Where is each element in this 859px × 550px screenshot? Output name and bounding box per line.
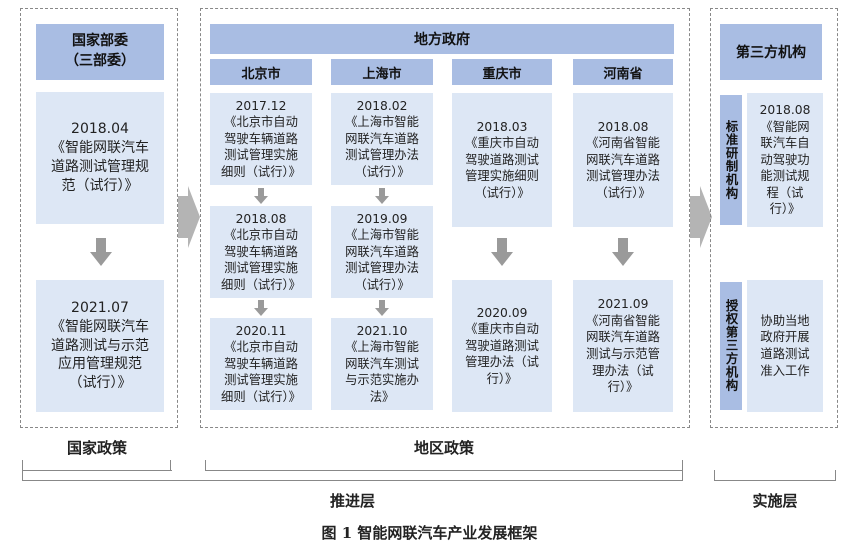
down-arrow-icon	[254, 188, 268, 204]
henan-policy-2021: 2021.09 《河南省智能 网联汽车道路 测试与示范管 理办法（试 行）》	[573, 280, 673, 412]
implement-layer-label: 实施层	[752, 492, 798, 510]
shanghai-policy-2018: 2018.02 《上海市智能 网联汽车道路 测试管理办法 （试行）》	[331, 93, 433, 185]
down-arrow-icon	[375, 300, 389, 316]
bracket-tick	[170, 460, 171, 470]
bracket-tick	[22, 460, 23, 470]
shanghai-policy-2019: 2019.09 《上海市智能 网联汽车道路 测试管理办法 （试行）》	[331, 206, 433, 298]
regional-policy-label: 地区政策	[413, 439, 474, 457]
right-arrow-icon	[690, 186, 712, 248]
shanghai-header: 上海市	[331, 59, 433, 85]
bracket-tick	[205, 460, 206, 470]
chongqing-header: 重庆市	[452, 59, 552, 85]
national-policy-2021: 2021.07 《智能网联汽车 道路测试与示范 应用管理规范 （试行）》	[36, 280, 164, 412]
beijing-header: 北京市	[210, 59, 312, 85]
bracket-tick	[682, 470, 683, 480]
promote-bracket	[22, 480, 683, 481]
national-policy-2018: 2018.04 《智能网联汽车 道路测试管理规 范（试行）》	[36, 92, 164, 224]
down-arrow-icon	[375, 188, 389, 204]
chongqing-policy-2018: 2018.03 《重庆市自动 驾驶道路测试 管理实施细则 （试行）》	[452, 93, 552, 227]
henan-policy-2018: 2018.08 《河南省智能 网联汽车道路 测试管理办法 （试行）》	[573, 93, 673, 227]
third-party-section	[710, 8, 838, 428]
beijing-policy-2020: 2020.11 《北京市自动 驾驶车辆道路 测试管理实施 细则（试行）》	[210, 318, 312, 410]
bracket-tick	[22, 470, 23, 480]
down-arrow-icon	[254, 300, 268, 316]
standard-org-label: 标准研制机构	[720, 95, 742, 225]
local-bracket	[205, 470, 683, 471]
standard-org-policy: 2018.08 《智能网 联汽车自 动驾驶功 能测试规 程（试 行）》	[747, 93, 823, 227]
local-header: 地方政府	[210, 24, 674, 54]
promote-layer-label: 推进层	[329, 492, 375, 510]
bracket-tick	[682, 460, 683, 470]
national-header: 国家部委 （三部委）	[36, 24, 164, 80]
beijing-policy-2017: 2017.12 《北京市自动 驾驶车辆道路 测试管理实施 细则（试行）》	[210, 93, 312, 185]
shanghai-policy-2021: 2021.10 《上海市智能 网联汽车测试 与示范实施办 法》	[331, 318, 433, 410]
chongqing-policy-2020: 2020.09 《重庆市自动 驾驶道路测试 管理办法（试 行）》	[452, 280, 552, 412]
down-arrow-icon	[90, 238, 112, 266]
beijing-policy-2018: 2018.08 《北京市自动 驾驶车辆道路 测试管理实施 细则（试行）》	[210, 206, 312, 298]
national-section	[20, 8, 178, 428]
bracket-tick	[714, 470, 715, 480]
bracket-tick	[835, 470, 836, 480]
third-party-header: 第三方机构	[720, 24, 822, 80]
implement-bracket	[714, 480, 836, 481]
down-arrow-icon	[491, 238, 513, 266]
authorized-org-task: 协助当地 政府开展 道路测试 准入工作	[747, 280, 823, 412]
national-policy-label: 国家政策	[66, 439, 127, 457]
down-arrow-icon	[612, 238, 634, 266]
right-arrow-icon	[178, 186, 200, 248]
local-section	[200, 8, 690, 428]
national-bracket	[22, 470, 172, 471]
henan-header: 河南省	[573, 59, 673, 85]
authorized-org-label: 授权第三方机构	[720, 282, 742, 410]
figure-caption: 图 1 智能网联汽车产业发展框架	[321, 524, 538, 542]
